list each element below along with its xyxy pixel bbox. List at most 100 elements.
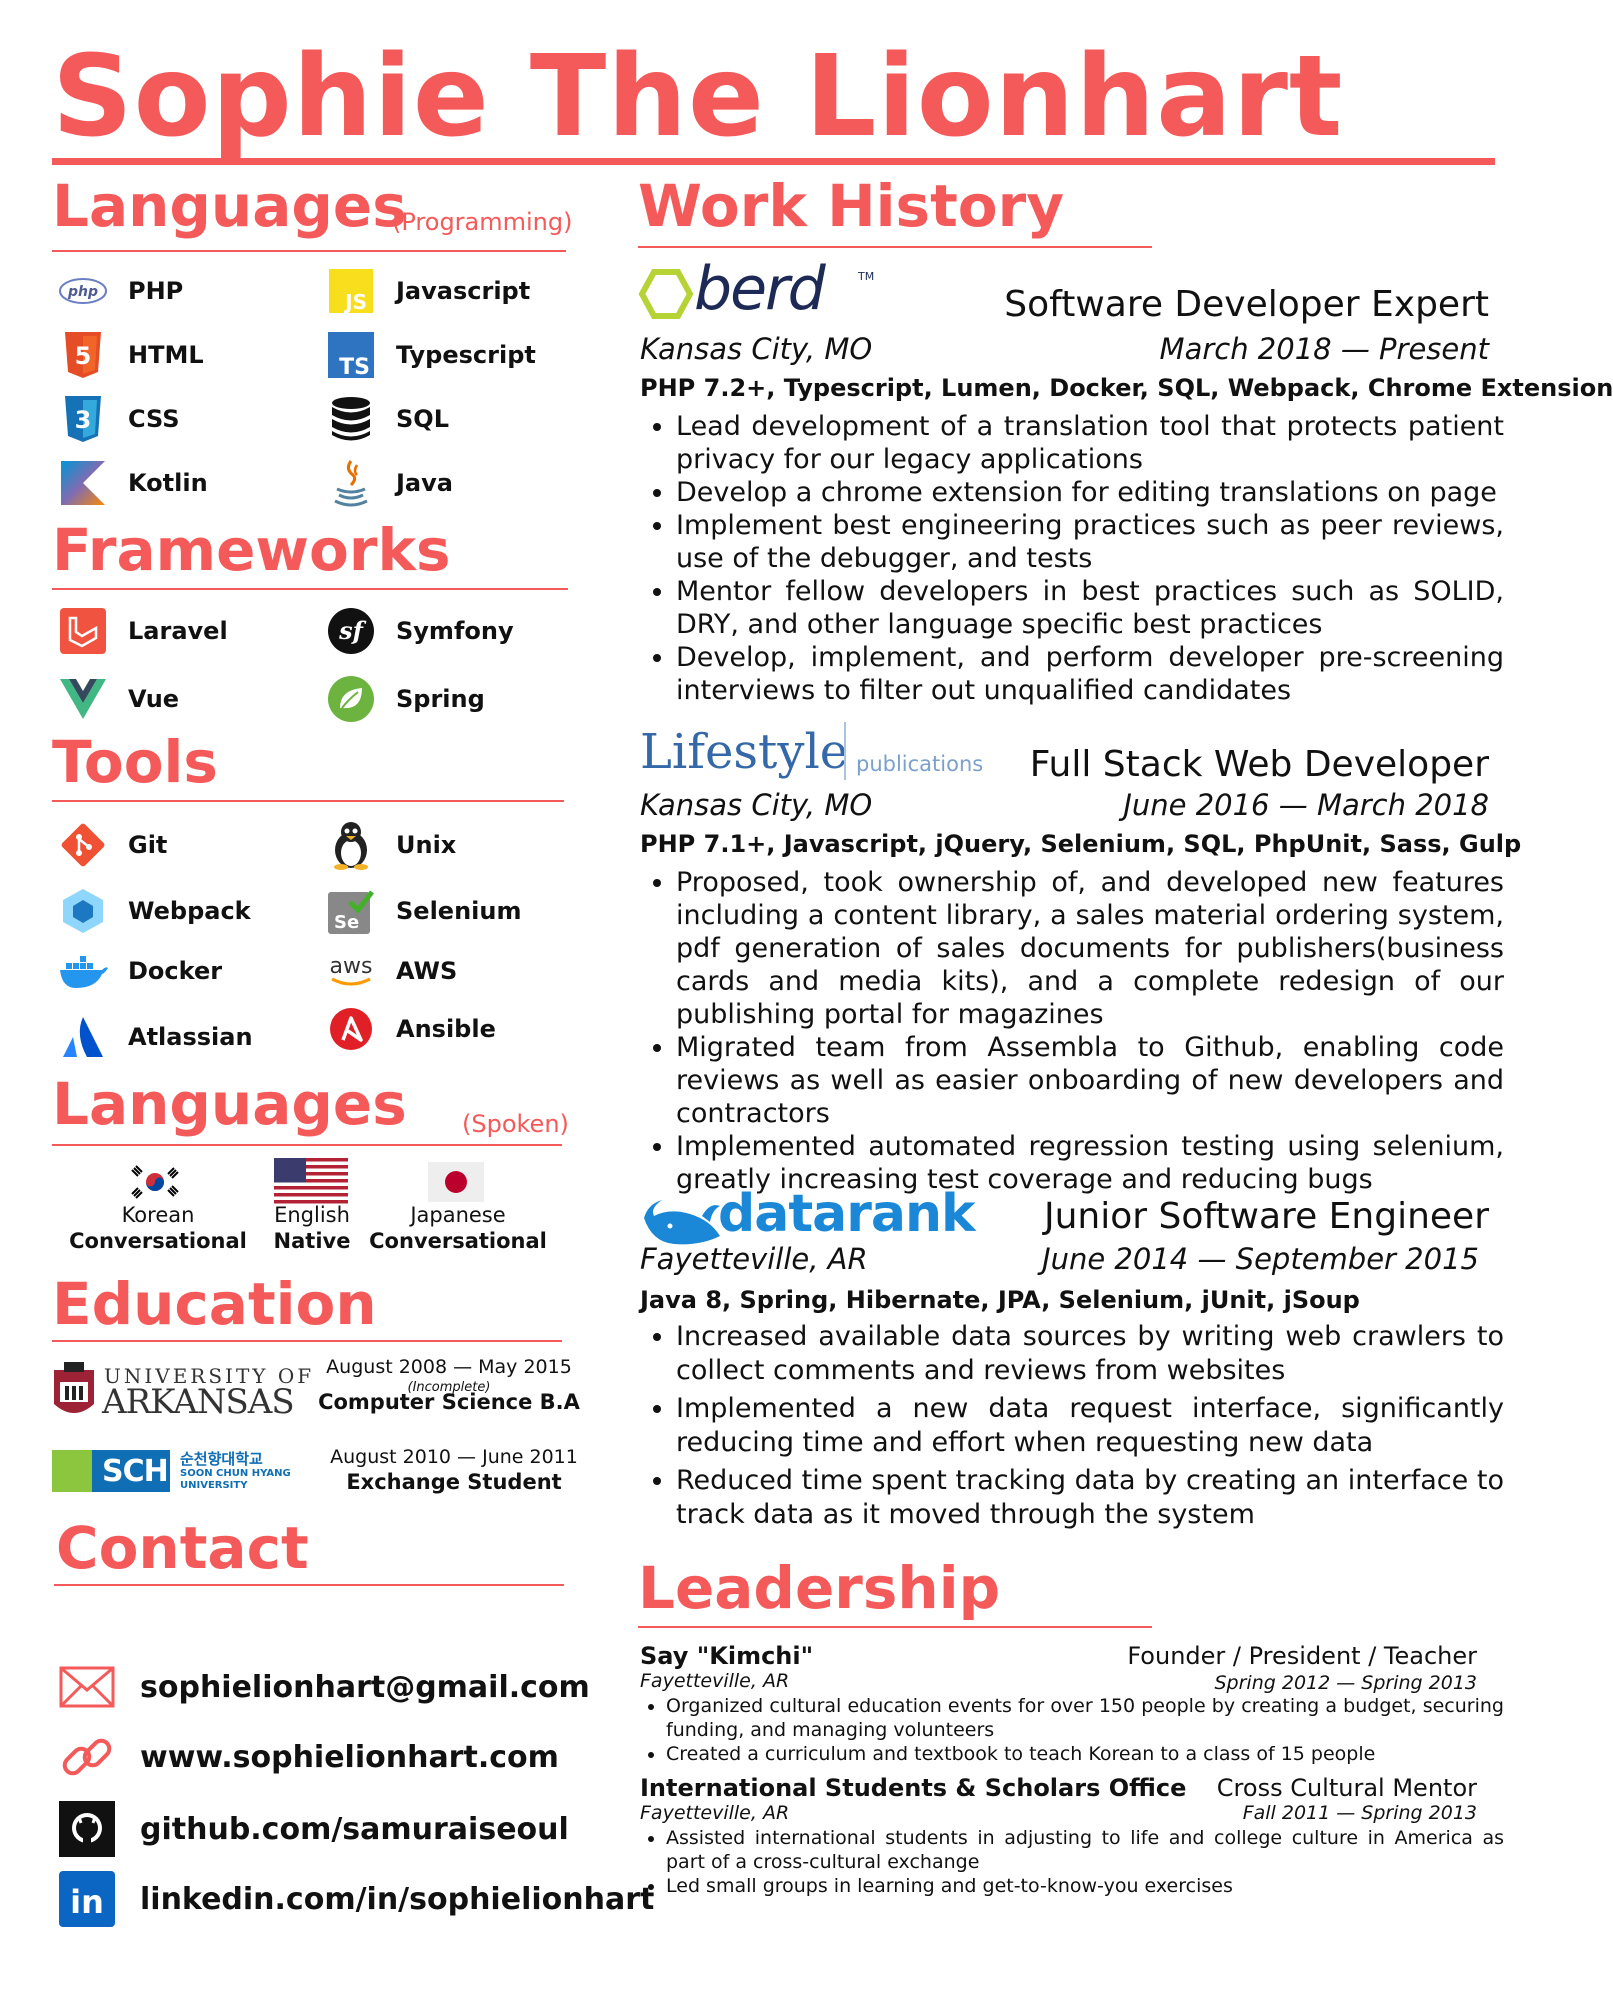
contact-linkedin[interactable]: in linkedin.com/in/sophielionhart bbox=[56, 1868, 654, 1930]
spoken-language: Japanese bbox=[410, 1203, 506, 1227]
contact-github[interactable]: github.com/samuraiseoul bbox=[56, 1798, 569, 1860]
contact-email[interactable]: sophielionhart@gmail.com bbox=[56, 1656, 590, 1718]
skill-label: Selenium bbox=[396, 897, 522, 925]
lead-dates: Spring 2012 — Spring 2013 bbox=[1214, 1672, 1478, 1694]
link-icon bbox=[56, 1726, 118, 1788]
spoken-item-japanese: Japanese Conversational bbox=[368, 1202, 548, 1254]
skill-label: Kotlin bbox=[128, 469, 208, 497]
contact-divider bbox=[54, 1584, 564, 1586]
tux-icon bbox=[324, 818, 378, 872]
linkedin-icon: in bbox=[56, 1868, 118, 1930]
education-note: (Incomplete) bbox=[407, 1380, 491, 1395]
skill-symfony: sf Symfony bbox=[324, 604, 514, 658]
sch-logo: SCH bbox=[52, 1450, 170, 1492]
atlassian-icon bbox=[56, 1010, 110, 1064]
usa-flag-icon bbox=[274, 1158, 348, 1208]
skill-label: HTML bbox=[128, 341, 204, 369]
lead-role: Cross Cultural Mentor bbox=[1216, 1774, 1477, 1802]
typescript-icon: TS bbox=[324, 328, 378, 382]
skill-label: SQL bbox=[396, 405, 449, 433]
job-bullets: Increased available data sources by writ… bbox=[640, 1320, 1504, 1532]
skill-label: Javascript bbox=[396, 277, 531, 305]
ansible-icon bbox=[324, 1002, 378, 1056]
arkansas-logo bbox=[50, 1360, 98, 1426]
skill-webpack: Webpack bbox=[56, 884, 251, 938]
svg-text:Se: Se bbox=[334, 912, 359, 933]
skill-label: AWS bbox=[396, 957, 458, 985]
job-tech: PHP 7.2+, Typescript, Lumen, Docker, SQL… bbox=[640, 374, 1613, 402]
kotlin-icon bbox=[56, 456, 110, 510]
lead-bullet: Led small groups in learning and get-to-… bbox=[666, 1874, 1504, 1898]
programming-divider bbox=[52, 250, 566, 252]
contact-heading: Contact bbox=[56, 1514, 309, 1582]
skill-label: Atlassian bbox=[128, 1023, 253, 1051]
education-divider bbox=[52, 1340, 562, 1342]
job-bullet: Proposed, took ownership of, and develop… bbox=[676, 866, 1504, 1031]
frameworks-divider bbox=[52, 588, 568, 590]
job-bullet: Develop a chrome extension for editing t… bbox=[676, 476, 1504, 509]
sch-logo-line1: SOON CHUN HYANG bbox=[180, 1468, 291, 1479]
contact-text[interactable]: github.com/samuraiseoul bbox=[140, 1811, 569, 1847]
tools-heading: Tools bbox=[52, 728, 218, 796]
github-icon bbox=[56, 1798, 118, 1860]
lifestyle-logo-sub: publications bbox=[856, 752, 984, 776]
lead-location: Fayetteville, AR bbox=[640, 1670, 790, 1692]
contact-website[interactable]: www.sophielionhart.com bbox=[56, 1726, 559, 1788]
education-dates: August 2008 — May 2015 bbox=[326, 1356, 572, 1378]
skill-sql: SQL bbox=[324, 392, 449, 446]
job-title: Full Stack Web Developer bbox=[1029, 744, 1489, 785]
skill-label: Typescript bbox=[396, 341, 536, 369]
lead-bullets: Assisted international students in adjus… bbox=[640, 1826, 1504, 1898]
education-degree: Computer Science B.A bbox=[318, 1390, 580, 1414]
spring-icon bbox=[324, 672, 378, 726]
skill-php: php PHP bbox=[56, 264, 183, 318]
job-bullet: Lead development of a translation tool t… bbox=[676, 410, 1504, 476]
symfony-icon: sf bbox=[324, 604, 378, 658]
php-icon: php bbox=[56, 264, 110, 318]
skill-css: 3 CSS bbox=[56, 392, 180, 446]
education-dates: August 2010 — June 2011 bbox=[330, 1446, 578, 1468]
skill-label: Symfony bbox=[396, 617, 514, 645]
job-dates: June 2016 — March 2018 bbox=[1123, 788, 1489, 822]
aws-icon: aws bbox=[324, 944, 378, 998]
spoken-heading: Languages bbox=[52, 1070, 407, 1138]
job-dates: March 2018 — Present bbox=[1159, 332, 1489, 366]
svg-text:sf: sf bbox=[338, 616, 367, 645]
programming-note: (Programming) bbox=[392, 208, 573, 236]
skill-label: Vue bbox=[128, 685, 180, 713]
education-heading: Education bbox=[52, 1270, 377, 1338]
lead-bullet: Organized cultural education events for … bbox=[666, 1694, 1504, 1742]
skill-java: Java bbox=[324, 456, 453, 510]
spoken-divider bbox=[52, 1144, 562, 1146]
skill-kotlin: Kotlin bbox=[56, 456, 208, 510]
javascript-icon: JS bbox=[324, 264, 378, 318]
job-title: Junior Software Engineer bbox=[1044, 1196, 1489, 1237]
programming-heading: Languages bbox=[52, 172, 407, 240]
skill-label: Docker bbox=[128, 957, 223, 985]
skill-selenium: Se Selenium bbox=[324, 884, 521, 938]
spoken-language: English bbox=[274, 1203, 350, 1227]
korea-flag-icon bbox=[128, 1162, 182, 1206]
contact-text[interactable]: sophielionhart@gmail.com bbox=[140, 1669, 590, 1705]
spoken-item-english: English Native bbox=[252, 1202, 372, 1254]
lead-dates: Fall 2011 — Spring 2013 bbox=[1242, 1802, 1477, 1824]
job-bullet: Mentor fellow developers in best practic… bbox=[676, 575, 1504, 641]
skill-label: PHP bbox=[128, 277, 184, 305]
skill-ansible: Ansible bbox=[324, 1002, 496, 1056]
education-degree: Exchange Student bbox=[346, 1470, 562, 1494]
job-dates: June 2014 — September 2015 bbox=[1042, 1242, 1479, 1276]
lead-role: Founder / President / Teacher bbox=[1127, 1642, 1477, 1670]
skill-label: Ansible bbox=[396, 1015, 496, 1043]
svg-text:aws: aws bbox=[330, 954, 373, 979]
tools-divider bbox=[52, 800, 564, 802]
sch-logo-line2: UNIVERSITY bbox=[180, 1480, 248, 1491]
work-divider bbox=[638, 246, 1152, 248]
svg-text:JS: JS bbox=[343, 290, 367, 314]
contact-text[interactable]: linkedin.com/in/sophielionhart bbox=[140, 1881, 655, 1917]
java-icon bbox=[324, 456, 378, 510]
contact-text[interactable]: www.sophielionhart.com bbox=[140, 1739, 559, 1775]
vue-icon bbox=[56, 672, 110, 726]
sch-logo-korean: 순천향대학교 bbox=[180, 1450, 263, 1468]
frameworks-heading: Frameworks bbox=[52, 516, 451, 584]
skill-spring: Spring bbox=[324, 672, 485, 726]
